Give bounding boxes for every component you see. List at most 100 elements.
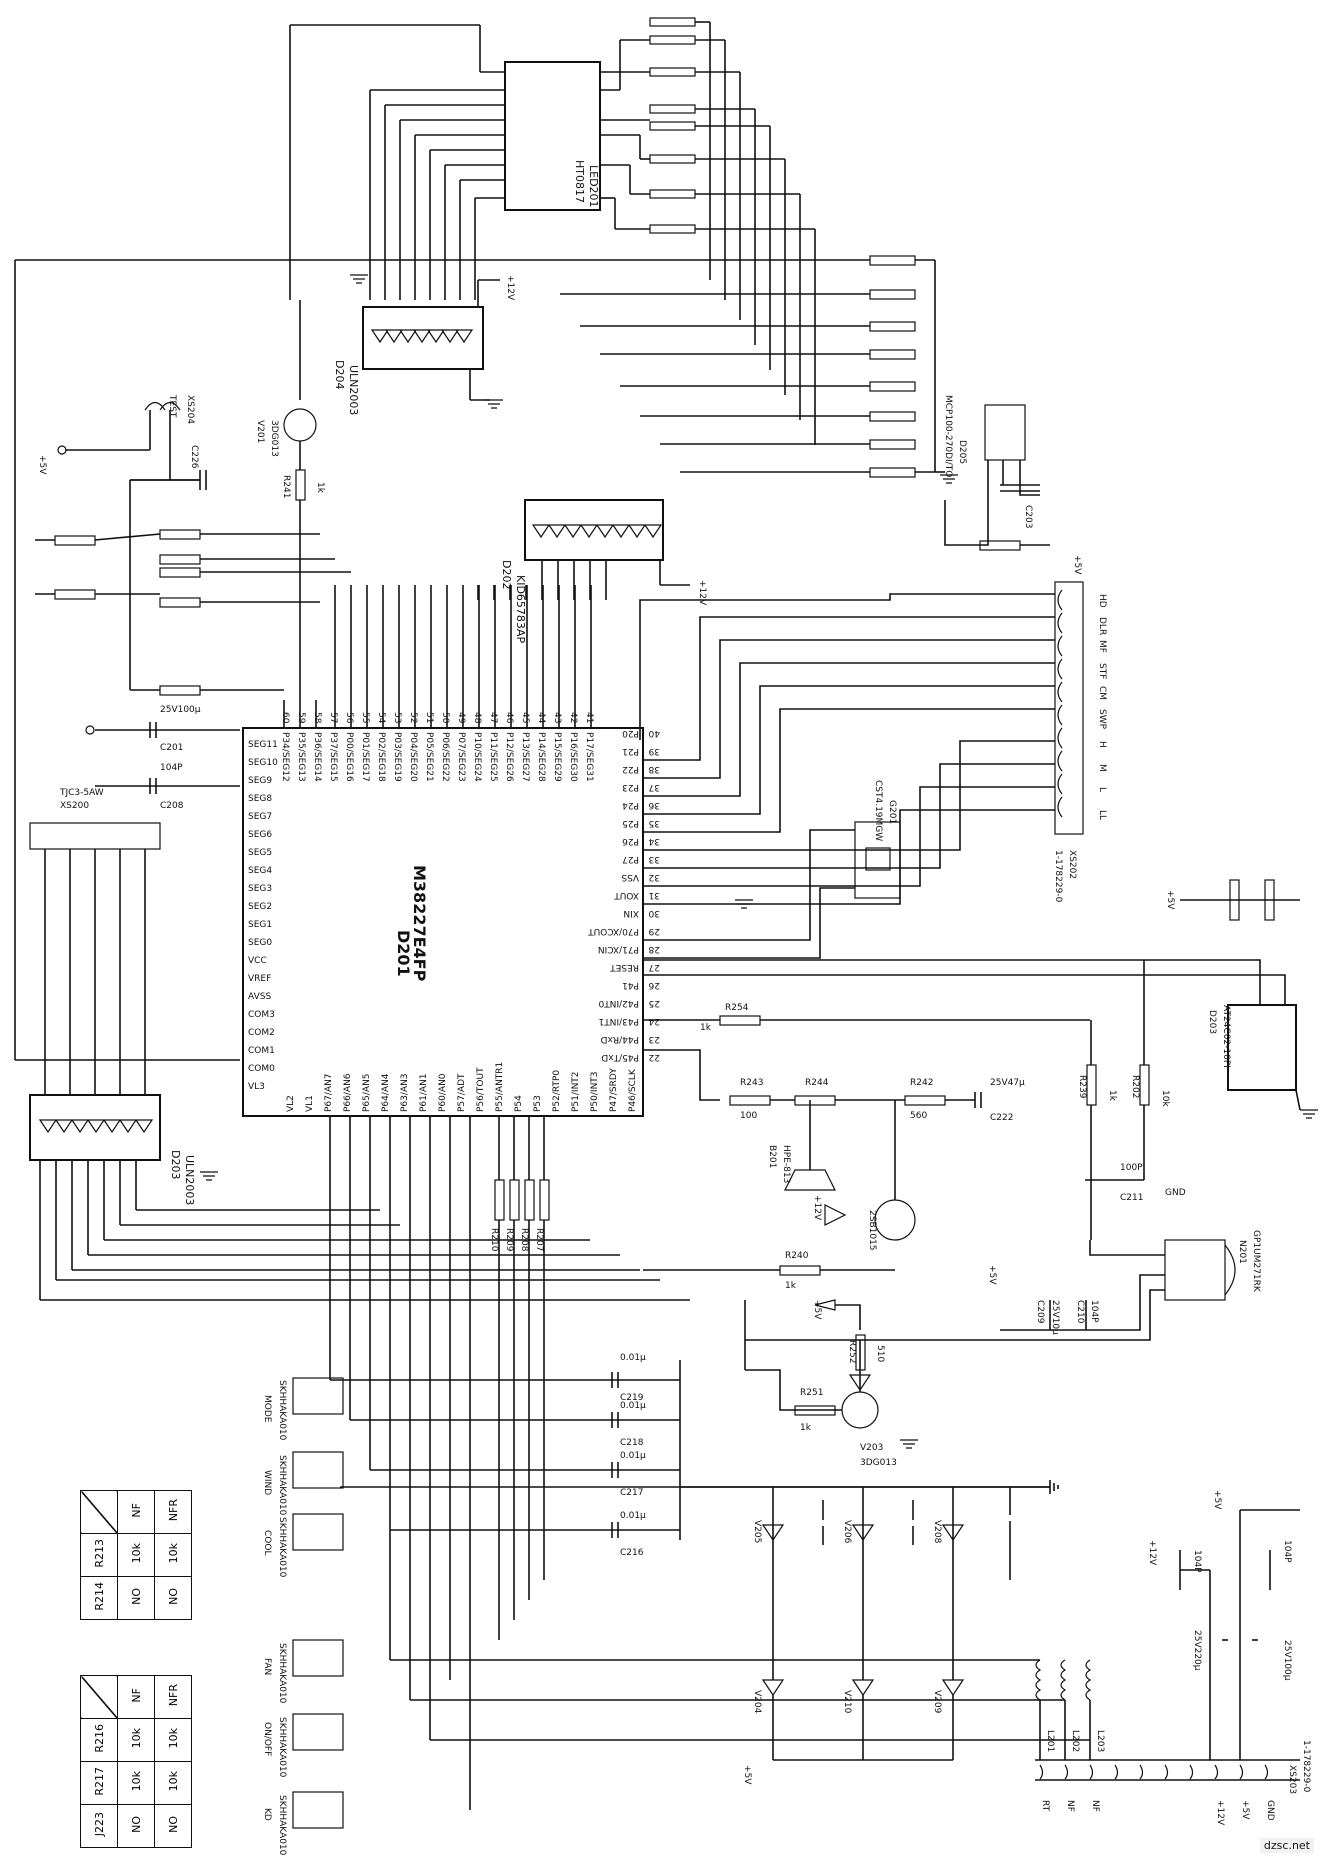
mcu-left-pin-label: SEG11 [248, 740, 278, 750]
xs203-label-3: NF [1090, 1800, 1100, 1812]
table-top-h2: R214 [80, 1576, 118, 1620]
driver-d203-left: D203 ULN2003 [29, 1094, 196, 1205]
r239-ref: R239 [1077, 1075, 1087, 1099]
v201-part: 3DG013 [269, 420, 279, 457]
mcu-right-pin-label: RESET [610, 962, 639, 972]
xs202-ref: XS202 [1067, 850, 1077, 879]
d204-ref: D204 [333, 360, 346, 389]
mcu-bottom-pin-label: P46/SCLK [628, 1069, 638, 1112]
mcu-bottom-pin-label: P67/AN7 [324, 1073, 334, 1112]
left-caps: 25V100μ C201 104P C208 [85, 705, 240, 811]
switch-s204[interactable] [292, 1451, 344, 1489]
mcu-right-pin-number: 35 [648, 818, 660, 828]
ir-receiver-body [1164, 1239, 1226, 1301]
mcu-bottom-pin-label: P64/AN4 [381, 1073, 391, 1112]
mcu-bottom-pin-label: P61/AN1 [419, 1073, 429, 1112]
mcu-top-pin-label: P05/SEG21 [424, 732, 434, 782]
r207-ref: R207 [534, 1228, 544, 1251]
mcu-top-pin-number: 57 [328, 712, 338, 724]
c211-ref: C211 [1120, 1193, 1143, 1203]
table-bottom-c3: 10k [117, 1761, 155, 1805]
c208-value: 25V100μ [160, 705, 201, 715]
table-bottom-c6: NO [154, 1804, 192, 1848]
switch-part-s203: SKHHAKA010 [277, 1517, 287, 1578]
mcu-left-pin-label: VREF [248, 974, 272, 984]
xs202-label-2: DLR [1097, 617, 1107, 635]
mcu-left-pin-label: SEG7 [248, 812, 273, 822]
mcu-bottom-pin-label: P51/INT2 [571, 1071, 581, 1112]
filter-caps: 0.01μ C219 0.01μ C218 0.01μ C217 0.01μ C… [611, 1353, 646, 1558]
switch-s202[interactable] [292, 1639, 344, 1677]
mcu-right-pin-number: 39 [648, 746, 660, 756]
mcu-top-pin-number: 46 [504, 712, 514, 724]
table-bottom-diag [80, 1675, 118, 1719]
mcu-bottom-pin-label: P65/AN5 [362, 1073, 372, 1112]
d204-body [362, 306, 484, 370]
table-top-h1: R213 [80, 1533, 118, 1577]
crystal-body [854, 821, 901, 899]
mcu-top-pin-number: 45 [520, 712, 530, 724]
xs203-ref: XS203 [1287, 1765, 1297, 1794]
mcu-right-pin-label: P71/XCIN [597, 944, 639, 954]
r241-value: 1k [315, 482, 325, 494]
switch-part-s201: SKHHAKA010 [277, 1717, 287, 1778]
mcu-left-pin-label: SEG10 [248, 758, 278, 768]
v203-part: 3DG013 [860, 1458, 897, 1468]
mcu-top-pin-number: 52 [408, 712, 418, 724]
switch-bus [329, 1116, 1090, 1810]
mcu-left-pin-label: SEG0 [248, 938, 273, 948]
mcu-top-pin-number: 58 [312, 712, 322, 724]
rail-5v-led: +5V [812, 1300, 822, 1320]
rail-5v-eeprom: +5V [1165, 890, 1175, 910]
mcu-top-pin-label: P15/SEG29 [552, 732, 562, 782]
switch-s203[interactable] [292, 1513, 344, 1551]
rail-12v-top: +12V [505, 275, 515, 301]
r254-value: 1k [700, 1023, 712, 1033]
mcu-right-pin-label: P27 [622, 854, 639, 864]
test-connector: +5V TEST XS204 C226 [37, 394, 207, 490]
c211-value: 100P [1120, 1163, 1143, 1173]
ir-ref: N201 [1237, 1240, 1247, 1264]
r254-ref: R254 [725, 1003, 749, 1013]
mcu-right-pin-label: P25 [622, 818, 639, 828]
bus-d202-to-mcu [477, 560, 607, 600]
d203-left-part: ULN2003 [183, 1155, 196, 1205]
switch-s201[interactable] [292, 1713, 344, 1751]
switch-s206[interactable] [292, 1791, 344, 1829]
mcu-right-pin-number: 33 [648, 854, 660, 864]
mcu-left-pin-label: COM0 [248, 1064, 275, 1074]
c218-ref: C218 [620, 1438, 644, 1448]
diode-v208: V208 [932, 1520, 942, 1544]
mcu-right-pin-number: 31 [648, 890, 660, 900]
buzzer-part: HPE-813 [781, 1145, 791, 1183]
mcu-right-pin-number: 32 [648, 872, 660, 882]
r202-ref: R202 [1130, 1075, 1140, 1098]
d202-ref: D202 [500, 560, 513, 589]
mcu-right-pin-number: 40 [648, 728, 660, 738]
switch-s205[interactable] [292, 1377, 344, 1415]
mcu-right-pin-label: P44/RxD [600, 1034, 639, 1044]
mcu-bottom-pin-label: P66/AN6 [343, 1073, 353, 1112]
c210-ref: C210 [1075, 1300, 1085, 1324]
mcu-left-pin-label: SEG4 [248, 866, 273, 876]
driver-d202: D202 KID65783AP [500, 499, 690, 643]
c219-ref: C219 [620, 1393, 644, 1403]
mcu-right-pin-label: XOUT [614, 890, 639, 900]
eeprom-part: AT24C02-10PI [1221, 1005, 1231, 1068]
mcu-right-pin-number: 26 [648, 980, 660, 990]
mcu-left-pin-label: SEG9 [248, 776, 273, 786]
right-resistor-ladder [540, 255, 945, 478]
mcu-top-pin-number: 43 [552, 712, 562, 724]
mcu-bottom-pin-label: VL1 [305, 1095, 315, 1112]
v201-ref: V201 [255, 420, 265, 443]
mcu-bottom-pin-label: P60/AN0 [438, 1073, 448, 1112]
rail-12v-bottom: +12V [1147, 1540, 1157, 1566]
mcu-right-pin-number: 24 [648, 1016, 660, 1026]
r252-value: 510 [875, 1345, 885, 1362]
mcu-bottom-pin-label: P54 [514, 1095, 524, 1112]
rail-5v-diodes: +5V [742, 1765, 752, 1785]
mcu-top-pin-label: P14/SEG28 [536, 732, 546, 782]
mcu-right-pin-number: 28 [648, 944, 660, 954]
table-top-c2: 10k [154, 1533, 192, 1577]
mcu-left-pin-label: AVSS [248, 992, 272, 1002]
